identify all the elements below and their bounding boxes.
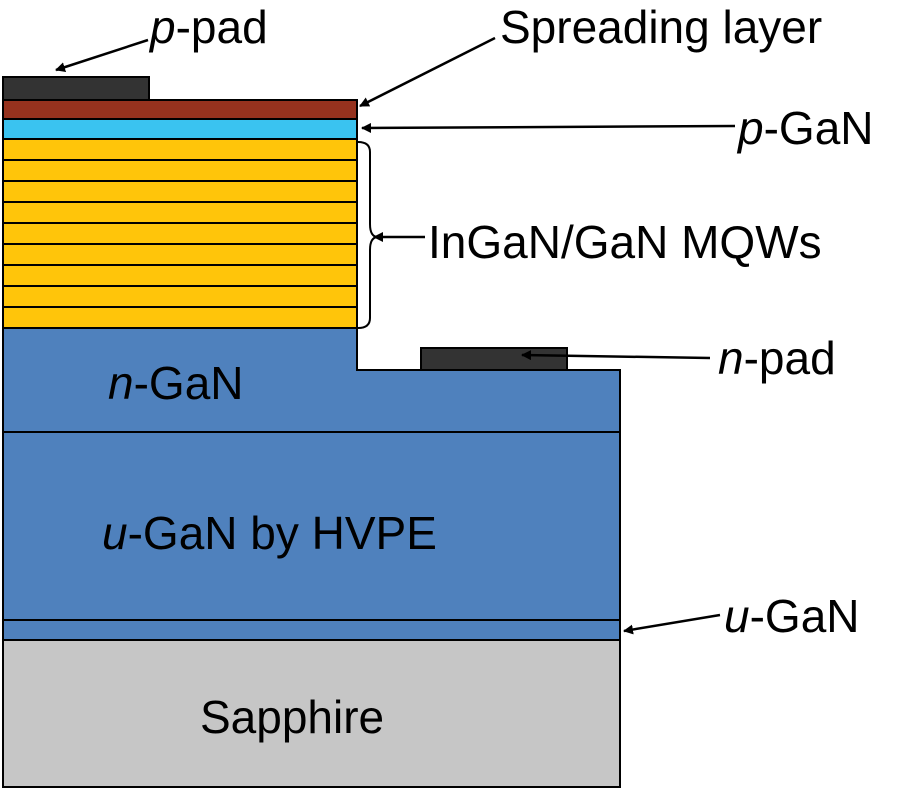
n-gan-layer	[2, 327, 621, 433]
spreading-layer-label: Spreading layer	[500, 1, 822, 53]
p-gan-arrow	[361, 122, 736, 133]
n-pad	[420, 347, 568, 371]
spreading-layer-arrow	[359, 36, 496, 108]
sapphire-label: Sapphire	[200, 691, 384, 743]
mqw-well	[2, 159, 358, 182]
mqw-well	[2, 222, 358, 245]
p-pad-label: p-pad	[148, 1, 268, 53]
p-gan-label: p-GaN	[736, 102, 874, 154]
n-gan-label: n-GaN	[108, 357, 244, 409]
mqw-well	[2, 285, 358, 308]
p-pad-arrow	[55, 38, 149, 72]
mqw-well	[2, 180, 358, 203]
mqws-label: InGaN/GaN MQWs	[428, 216, 822, 268]
n-pad-arrow	[521, 350, 711, 361]
mqw-well	[2, 306, 358, 329]
u-gan-arrow	[623, 613, 721, 635]
u-gan-hvpe-layer	[2, 431, 621, 621]
mqw-brace	[357, 141, 379, 329]
mqw-well	[2, 201, 358, 224]
u-gan-hvpe-label: u-GaN by HVPE	[102, 507, 437, 559]
u-gan-label: u-GaN	[724, 590, 860, 642]
mqw-well	[2, 138, 358, 161]
mqw-well	[2, 243, 358, 266]
spreading-layer	[2, 99, 358, 120]
mqw-well	[2, 264, 358, 287]
p-gan-layer	[2, 118, 358, 140]
p-pad	[2, 76, 150, 101]
n-pad-label: n-pad	[718, 332, 836, 384]
sapphire-layer	[2, 639, 621, 788]
mqw-stack	[2, 138, 358, 329]
u-gan-layer	[2, 619, 621, 641]
